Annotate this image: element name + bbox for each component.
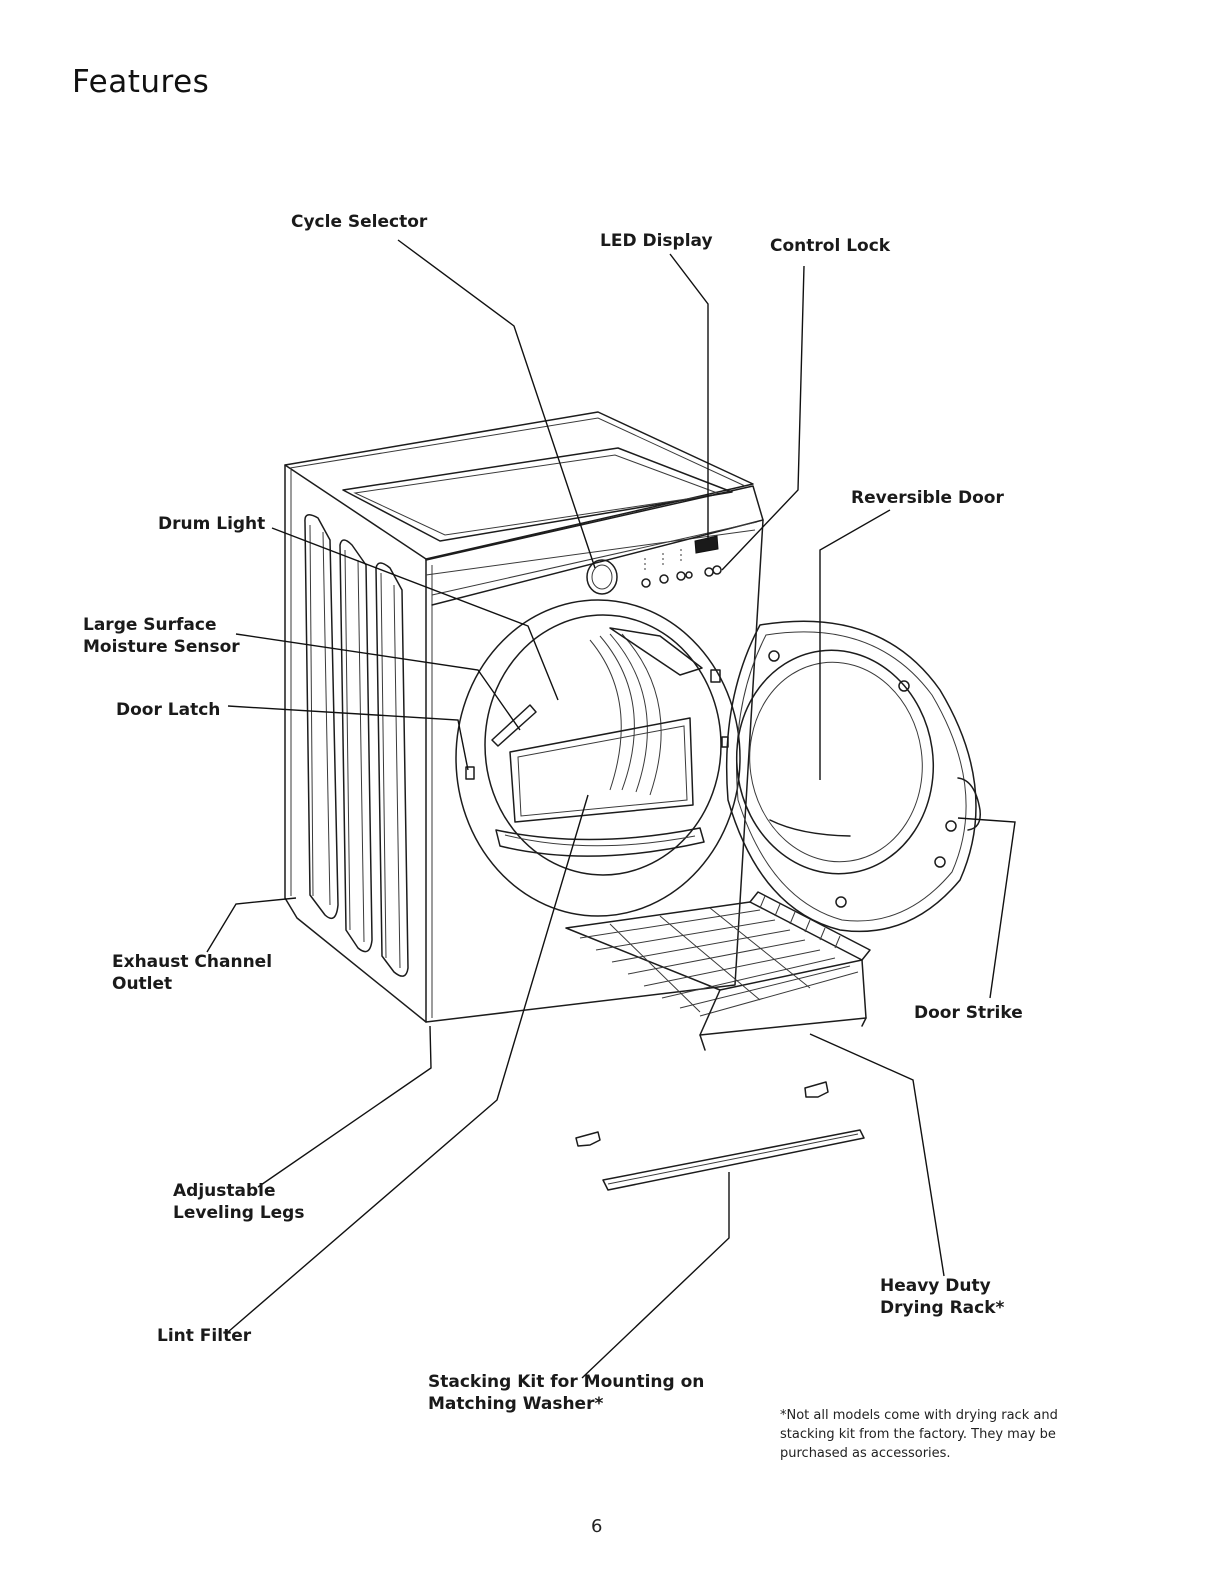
label-door-strike: Door Strike: [914, 1003, 1023, 1023]
drum-opening: [455, 599, 741, 917]
label-stacking-kit: Stacking Kit for Mounting on Matching Wa…: [428, 1371, 704, 1415]
stacking-kit: [575, 1081, 865, 1191]
label-leveling-legs-line1: Adjustable: [173, 1181, 276, 1201]
page-title: Features: [72, 64, 210, 100]
label-lint-filter: Lint Filter: [157, 1326, 252, 1346]
leader-lines: [206, 239, 1016, 1379]
label-exhaust-outlet: Exhaust Channel Outlet: [112, 951, 272, 995]
label-exhaust-outlet-line2: Outlet: [112, 974, 173, 994]
label-door-latch: Door Latch: [116, 700, 221, 720]
label-cycle-selector: Cycle Selector: [291, 212, 428, 232]
page-number: 6: [591, 1516, 603, 1537]
label-stacking-kit-line1: Stacking Kit for Mounting on: [428, 1372, 705, 1392]
label-leveling-legs-line2: Leveling Legs: [173, 1203, 305, 1223]
label-moisture-sensor: Large Surface Moisture Sensor: [83, 614, 240, 658]
label-control-lock: Control Lock: [770, 236, 891, 256]
label-moisture-sensor-line2: Moisture Sensor: [83, 637, 240, 657]
label-drying-rack: Heavy Duty Drying Rack*: [880, 1275, 1004, 1319]
label-drying-rack-line2: Drying Rack*: [880, 1298, 1005, 1318]
label-reversible-door: Reversible Door: [851, 488, 1004, 508]
label-leveling-legs: Adjustable Leveling Legs: [173, 1180, 304, 1224]
label-stacking-kit-line2: Matching Washer*: [428, 1394, 604, 1414]
label-exhaust-outlet-line1: Exhaust Channel: [112, 952, 273, 972]
footnote: *Not all models come with drying rack an…: [780, 1408, 1058, 1461]
open-door: [725, 620, 981, 933]
label-drying-rack-line1: Heavy Duty: [880, 1276, 991, 1296]
label-drum-light: Drum Light: [158, 514, 266, 534]
label-led-display: LED Display: [600, 231, 713, 251]
label-moisture-sensor-line1: Large Surface: [83, 615, 217, 635]
drying-rack: [565, 891, 871, 1051]
dryer-cabinet: [284, 411, 764, 1023]
